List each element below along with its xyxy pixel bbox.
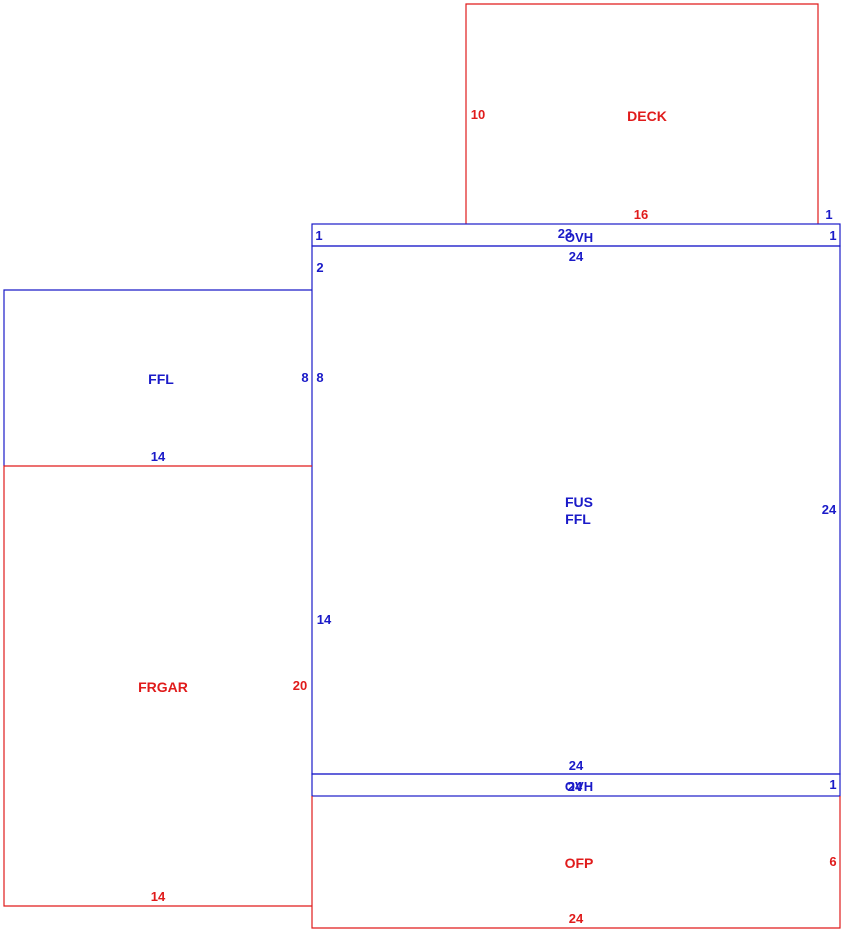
ovh-top-left-dim: 1 <box>315 228 322 243</box>
deck-area-label: DECK <box>627 108 667 124</box>
ffl-outline <box>3 289 312 466</box>
ovh-bottom-top-dim: 24 <box>568 779 583 794</box>
main-left-mid-dim: 8 <box>316 370 323 385</box>
frgar-bottom-dim: 14 <box>151 889 166 904</box>
ffl-bottom-dim: 14 <box>151 449 166 464</box>
frgar-right-dim: 20 <box>293 678 307 693</box>
ofp-area-label: OFP <box>565 855 594 871</box>
main-outline <box>311 245 841 775</box>
main-area-label-line2: FFL <box>565 511 591 527</box>
deck-side-dim: 10 <box>471 107 485 122</box>
main-bottom-dim: 24 <box>569 758 584 773</box>
ovh-bottom-right-dim: 1 <box>829 777 836 792</box>
deck-bottom-dim: 16 <box>634 207 648 222</box>
frgar-area-label: FRGAR <box>138 679 188 695</box>
ofp-outline <box>311 796 841 929</box>
ovh-bottom-area-label: OVH <box>565 779 593 794</box>
main-top-dim: 24 <box>569 249 584 264</box>
ovh-top-area-label: OVH <box>565 230 593 245</box>
main-left-lower-dim: 14 <box>317 612 332 627</box>
deck-right-dim: 1 <box>825 207 832 222</box>
ofp-bottom-dim: 24 <box>569 911 584 926</box>
frgar-outline <box>3 465 312 907</box>
ovh-top-top-dim: 23 <box>558 226 572 241</box>
ovh-top-right-dim: 1 <box>829 228 836 243</box>
ffl-area-label: FFL <box>148 371 174 387</box>
ofp-right-dim: 6 <box>829 854 836 869</box>
deck-outline <box>465 3 819 224</box>
main-area-label-line1: FUS <box>565 494 593 510</box>
ovh-bottom-outline <box>311 773 841 797</box>
ffl-right-dim: 8 <box>301 370 308 385</box>
main-right-dim: 24 <box>822 502 837 517</box>
main-left-upper-dim: 2 <box>316 260 323 275</box>
